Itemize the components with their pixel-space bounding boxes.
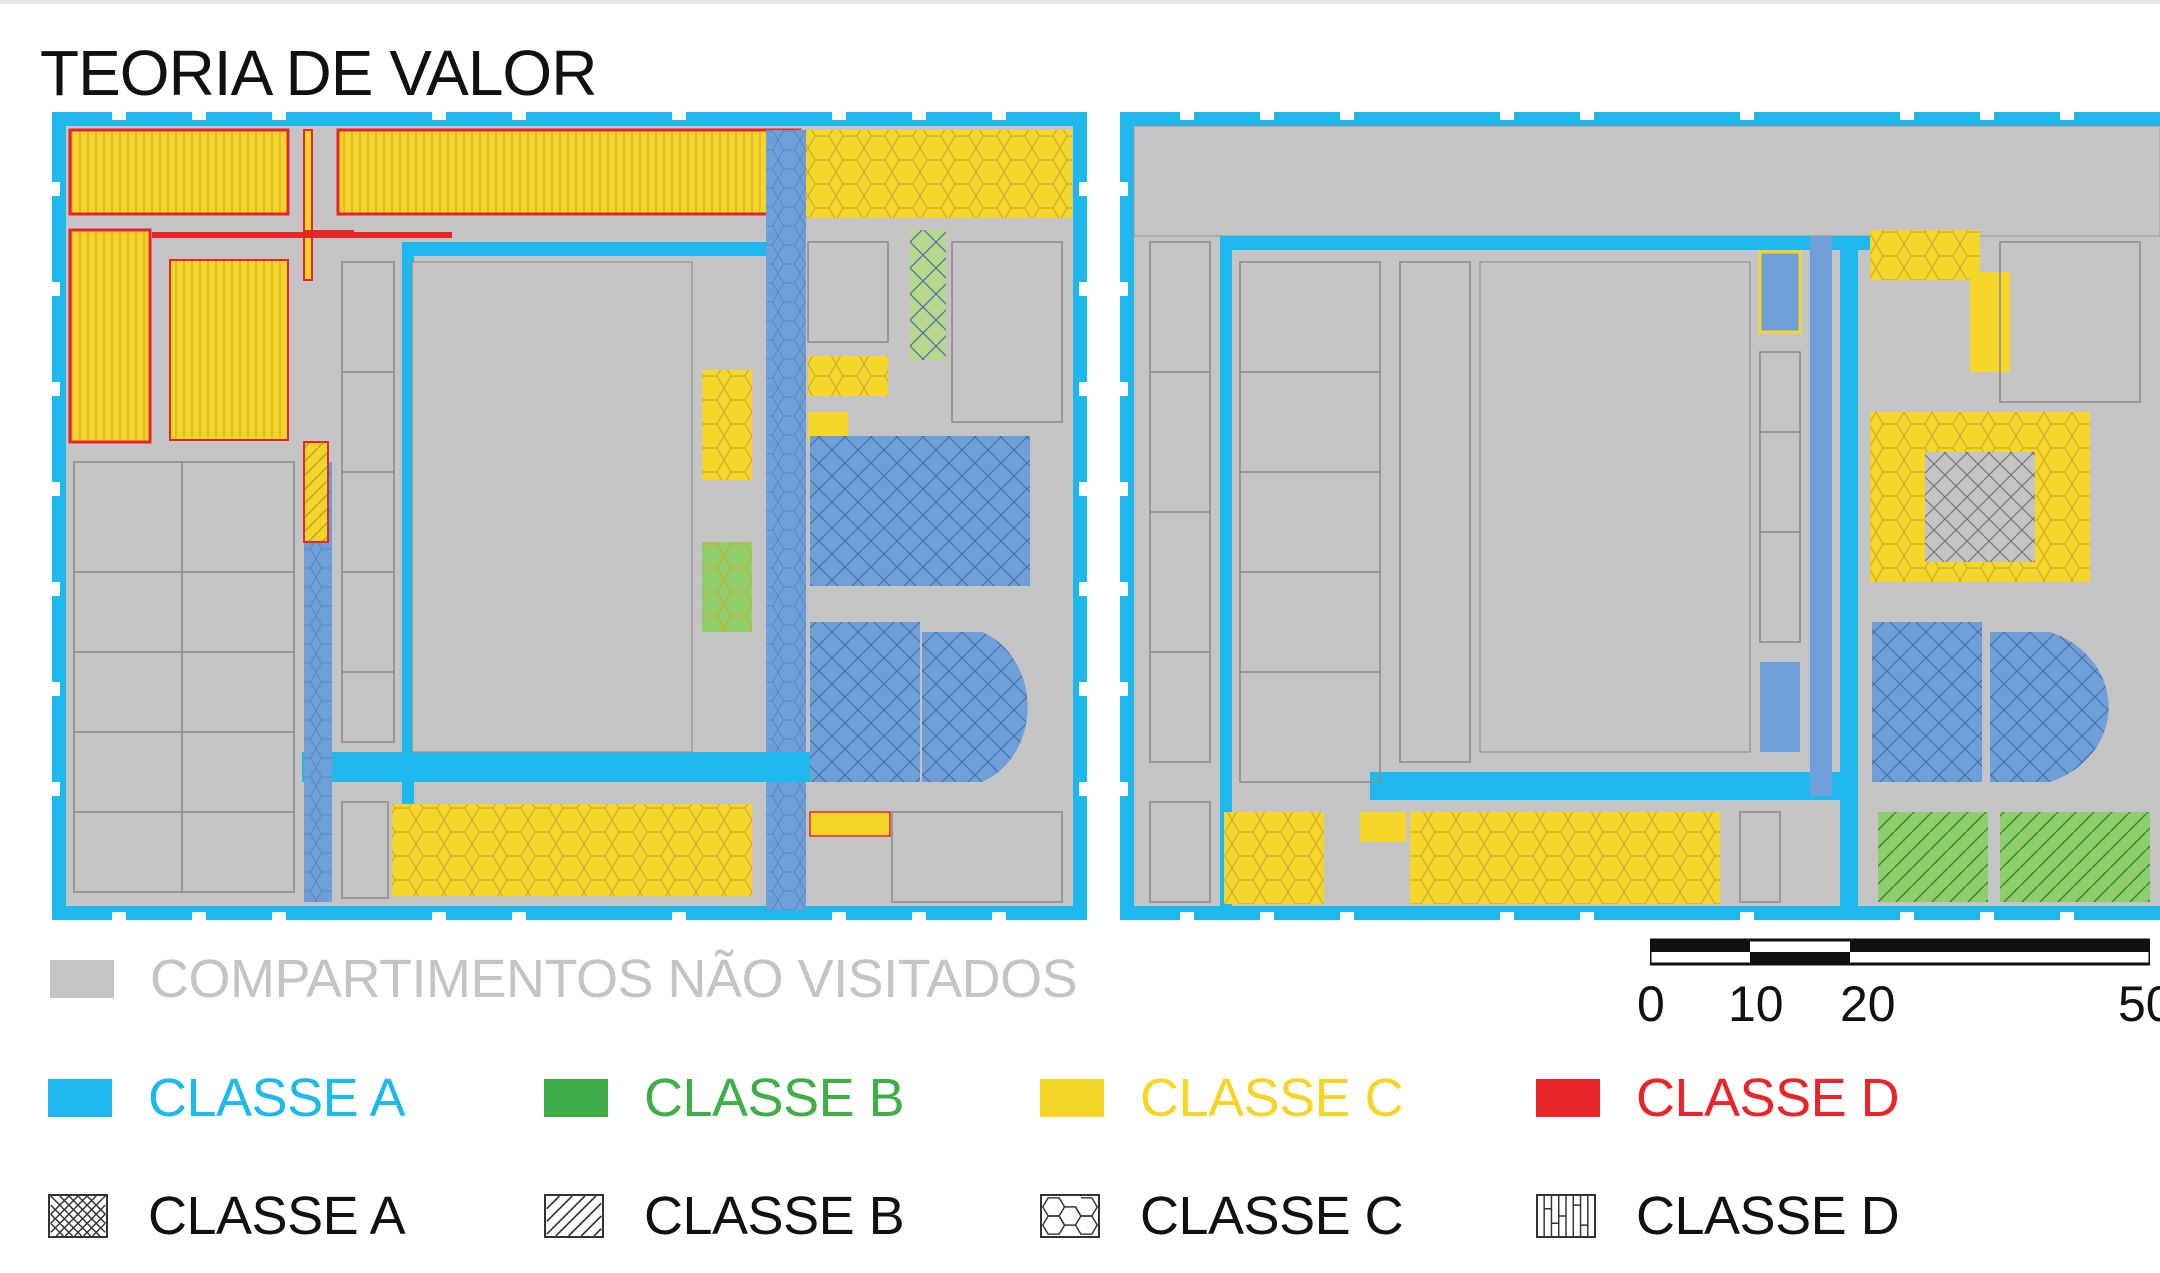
hexagon-pattern-icon [1040,1194,1100,1238]
legend-label-pattern-class-b: CLASSE B [644,1186,905,1246]
scale-bar [1650,938,2150,966]
legend-item-pattern-class-c: CLASSE C [1040,1186,1404,1246]
legend-swatch-class-c [1040,1079,1104,1117]
diagonal-hatch-icon [544,1194,604,1238]
legend-swatch-not-visited [50,960,114,998]
legend-item-class-a: CLASSE A [48,1068,406,1128]
legend-item-pattern-class-d: CLASSE D [1536,1186,1900,1246]
legend-item-pattern-class-a: CLASSE A [48,1186,406,1246]
legend-item-class-b: CLASSE B [544,1068,905,1128]
scale-tick-0: 0 [1637,976,1665,1032]
legend-label-pattern-class-d: CLASSE D [1636,1186,1900,1246]
legend-label-class-b: CLASSE B [644,1068,905,1128]
legend-not-visited: COMPARTIMENTOS NÃO VISITADOS [50,948,1078,1010]
legend-label-class-d: CLASSE D [1636,1068,1900,1128]
legend-label-pattern-class-a: CLASSE A [148,1186,406,1246]
legend-color-row: CLASSE A CLASSE B CLASSE C CLASSE D [0,1068,2160,1128]
floor-plan-left [52,112,1087,920]
scale-tick-50: 50 [2118,976,2160,1032]
legend-swatch-class-a [48,1079,112,1117]
scale-tick-10: 10 [1728,976,1784,1032]
legend-label-class-c: CLASSE C [1140,1068,1404,1128]
legend-item-class-d: CLASSE D [1536,1068,1900,1128]
crosshatch-icon [48,1194,108,1238]
legend-swatch-class-d [1536,1079,1600,1117]
legend-item-class-c: CLASSE C [1040,1068,1404,1128]
floor-plan-right [1120,112,2160,920]
page-title: TEORIA DE VALOR [40,37,597,109]
legend-swatch-class-b [544,1079,608,1117]
legend-label-pattern-class-c: CLASSE C [1140,1186,1404,1246]
vertical-lines-icon [1536,1194,1596,1238]
legend-label-class-a: CLASSE A [148,1068,406,1128]
legend-pattern-row: CLASSE A CLASSE B CLASSE C CLASSE D [0,1186,2160,1246]
top-divider [0,0,2160,4]
legend-item-pattern-class-b: CLASSE B [544,1186,905,1246]
legend-label-not-visited: COMPARTIMENTOS NÃO VISITADOS [150,949,1078,1009]
scale-tick-20: 20 [1840,976,1896,1032]
